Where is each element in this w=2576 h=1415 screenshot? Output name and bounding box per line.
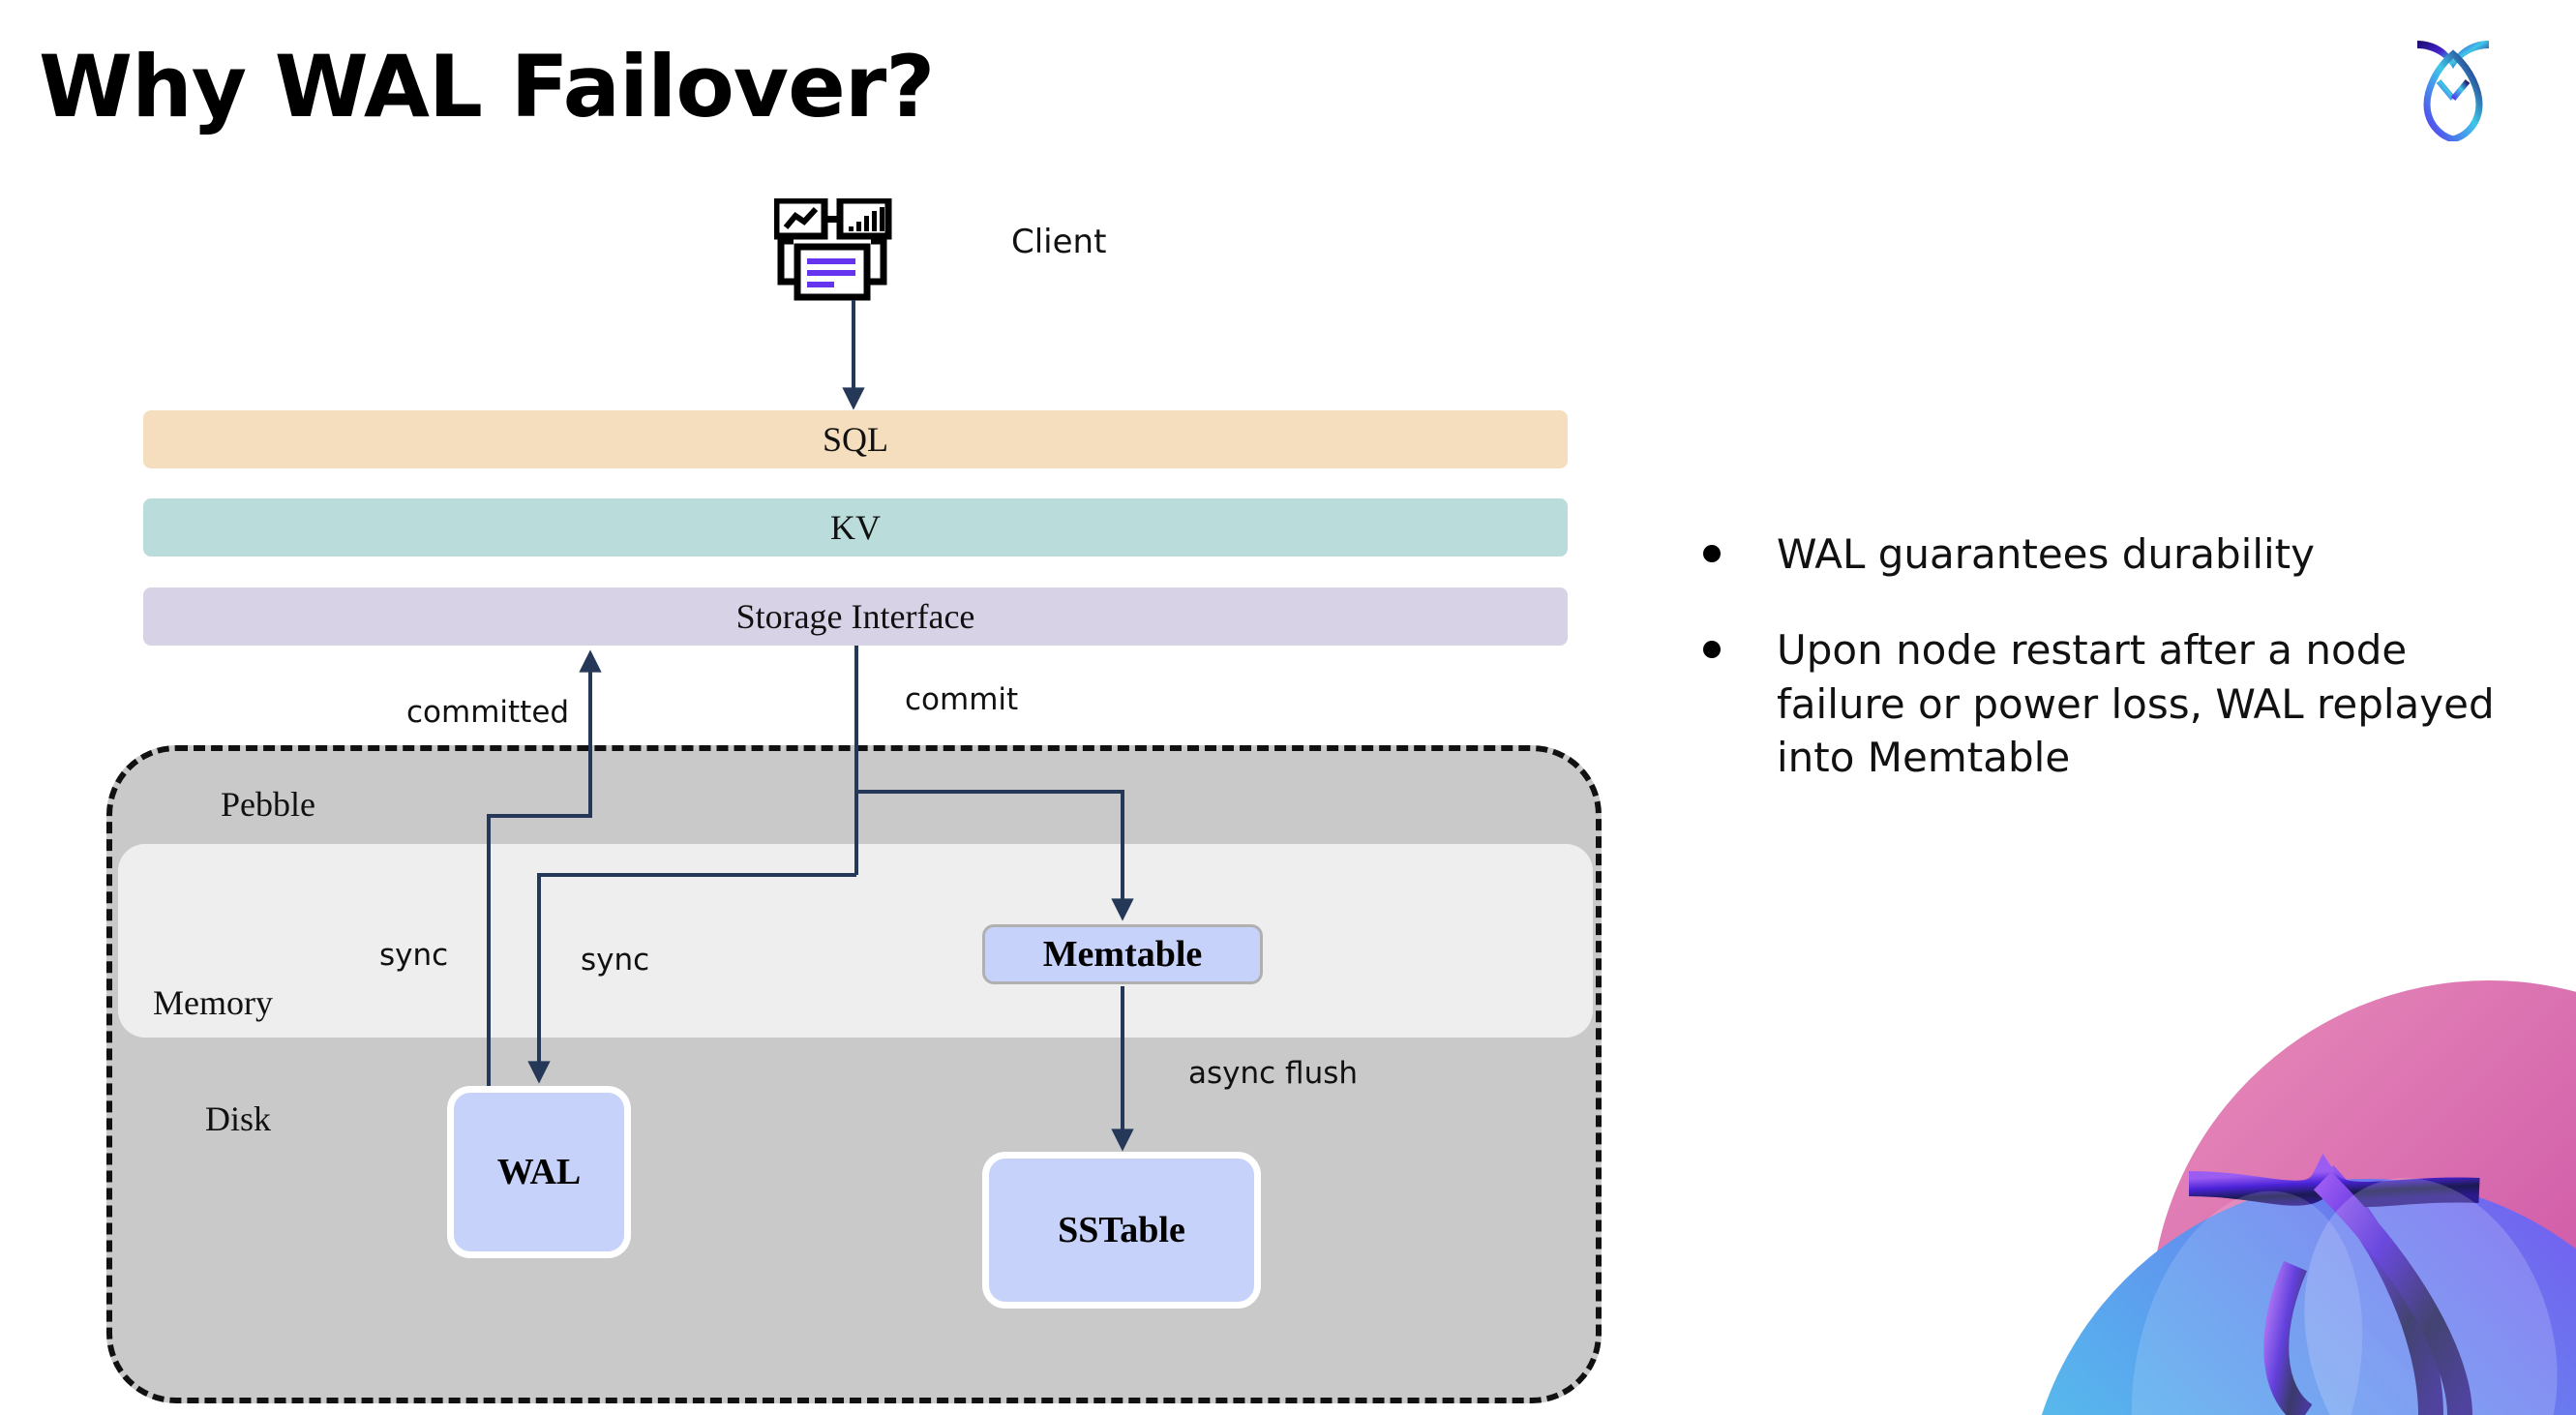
disk-label: Disk [205, 1099, 272, 1138]
cockroachdb-logo-icon [2411, 25, 2495, 143]
node-label-sstable: SSTable [1058, 1210, 1185, 1250]
bullet-list: WAL guarantees durability Upon node rest… [1703, 527, 2506, 828]
client-dashboard-icon [772, 196, 929, 305]
bullet-dot-icon [1703, 641, 1721, 659]
bullet-text: WAL guarantees durability [1777, 530, 2316, 578]
memory-label: Memory [153, 983, 273, 1022]
node-label-wal: WAL [496, 1152, 582, 1192]
layer-bar-kv: KV [143, 498, 1568, 557]
edge-label-commit: commit [905, 682, 1019, 717]
cockroachdb-decorative-graphic [1976, 918, 2576, 1415]
edge-label-async-flush: async flush [1188, 1056, 1359, 1091]
memory-container [118, 844, 1593, 1038]
layer-bar-storage: Storage Interface [143, 587, 1568, 646]
layer-label-kv: KV [830, 508, 881, 547]
edge-label-sync-right: sync [581, 943, 650, 978]
client-label: Client [1011, 223, 1107, 261]
bullet-text: Upon node restart after a node failure o… [1777, 626, 2495, 782]
layer-bar-sql: SQL [143, 410, 1568, 468]
edge-label-committed: committed [406, 695, 570, 730]
pebble-label: Pebble [221, 785, 315, 824]
layer-label-storage: Storage Interface [735, 597, 975, 636]
edge-label-sync-left: sync [379, 938, 449, 973]
layer-label-sql: SQL [822, 420, 888, 459]
node-sstable: SSTable [982, 1152, 1261, 1309]
list-item: Upon node restart after a node failure o… [1703, 623, 2506, 784]
node-label-memtable: Memtable [1042, 934, 1203, 975]
list-item: WAL guarantees durability [1703, 527, 2506, 581]
page-title: Why WAL Failover? [39, 37, 935, 136]
node-wal: WAL [447, 1086, 631, 1258]
bullet-dot-icon [1703, 545, 1721, 562]
node-memtable: Memtable [982, 924, 1263, 984]
